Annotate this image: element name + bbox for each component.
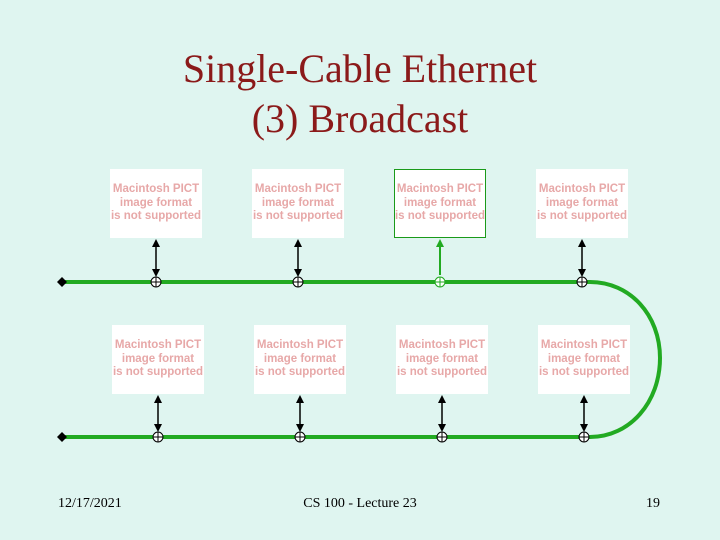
cable-terminator-top (57, 277, 67, 287)
footer-course: CS 100 - Lecture 23 (303, 496, 417, 511)
cable-terminator-bottom (57, 432, 67, 442)
tap-1 (150, 276, 162, 288)
placeholder-line-3: is not supported (538, 366, 630, 379)
host-1-image-placeholder: Macintosh PICT image format is not suppo… (110, 169, 202, 238)
placeholder-line-2: image format (547, 352, 621, 365)
placeholder-line-2: image format (261, 196, 335, 209)
host-7-image-placeholder: Macintosh PICT image format is not suppo… (396, 325, 488, 394)
placeholder-line-1: Macintosh PICT (256, 339, 344, 352)
placeholder-line-2: image format (403, 196, 477, 209)
placeholder-line-3: is not supported (112, 366, 204, 379)
slide-title: Single-Cable Ethernet (3) Broadcast (0, 44, 720, 144)
tap-7 (436, 431, 448, 443)
placeholder-line-2: image format (263, 352, 337, 365)
host-4-image-placeholder: Macintosh PICT image format is not suppo… (536, 169, 628, 238)
placeholder-line-3: is not supported (110, 210, 202, 223)
placeholder-line-1: Macintosh PICT (398, 339, 486, 352)
placeholder-line-3: is not supported (536, 210, 628, 223)
host-5-image-placeholder: Macintosh PICT image format is not suppo… (112, 325, 204, 394)
placeholder-line-3: is not supported (254, 366, 346, 379)
tap-8 (578, 431, 590, 443)
placeholder-line-3: is not supported (396, 366, 488, 379)
ethernet-cable (62, 280, 663, 439)
placeholder-line-1: Macintosh PICT (540, 339, 628, 352)
host-8-image-placeholder: Macintosh PICT image format is not suppo… (538, 325, 630, 394)
placeholder-line-2: image format (121, 352, 195, 365)
placeholder-line-2: image format (545, 196, 619, 209)
placeholder-line-3: is not supported (394, 210, 486, 223)
footer-date: 12/17/2021 (58, 496, 122, 511)
tap-3 (434, 276, 446, 288)
placeholder-line-3: is not supported (252, 210, 344, 223)
title-line-1: Single-Cable Ethernet (182, 46, 538, 91)
placeholder-line-2: image format (119, 196, 193, 209)
host-2-image-placeholder: Macintosh PICT image format is not suppo… (252, 169, 344, 238)
placeholder-line-1: Macintosh PICT (112, 183, 200, 196)
placeholder-line-1: Macintosh PICT (114, 339, 202, 352)
tap-2 (292, 276, 304, 288)
title-line-2: (3) Broadcast (251, 96, 469, 141)
placeholder-line-2: image format (405, 352, 479, 365)
host-6-image-placeholder: Macintosh PICT image format is not suppo… (254, 325, 346, 394)
tap-4 (576, 276, 588, 288)
host-3-image-placeholder: Macintosh PICT image format is not suppo… (394, 169, 486, 238)
tap-5 (152, 431, 164, 443)
tap-6 (294, 431, 306, 443)
placeholder-line-1: Macintosh PICT (254, 183, 342, 196)
footer-page-number: 19 (646, 496, 660, 511)
placeholder-line-1: Macintosh PICT (396, 183, 484, 196)
placeholder-line-1: Macintosh PICT (538, 183, 626, 196)
